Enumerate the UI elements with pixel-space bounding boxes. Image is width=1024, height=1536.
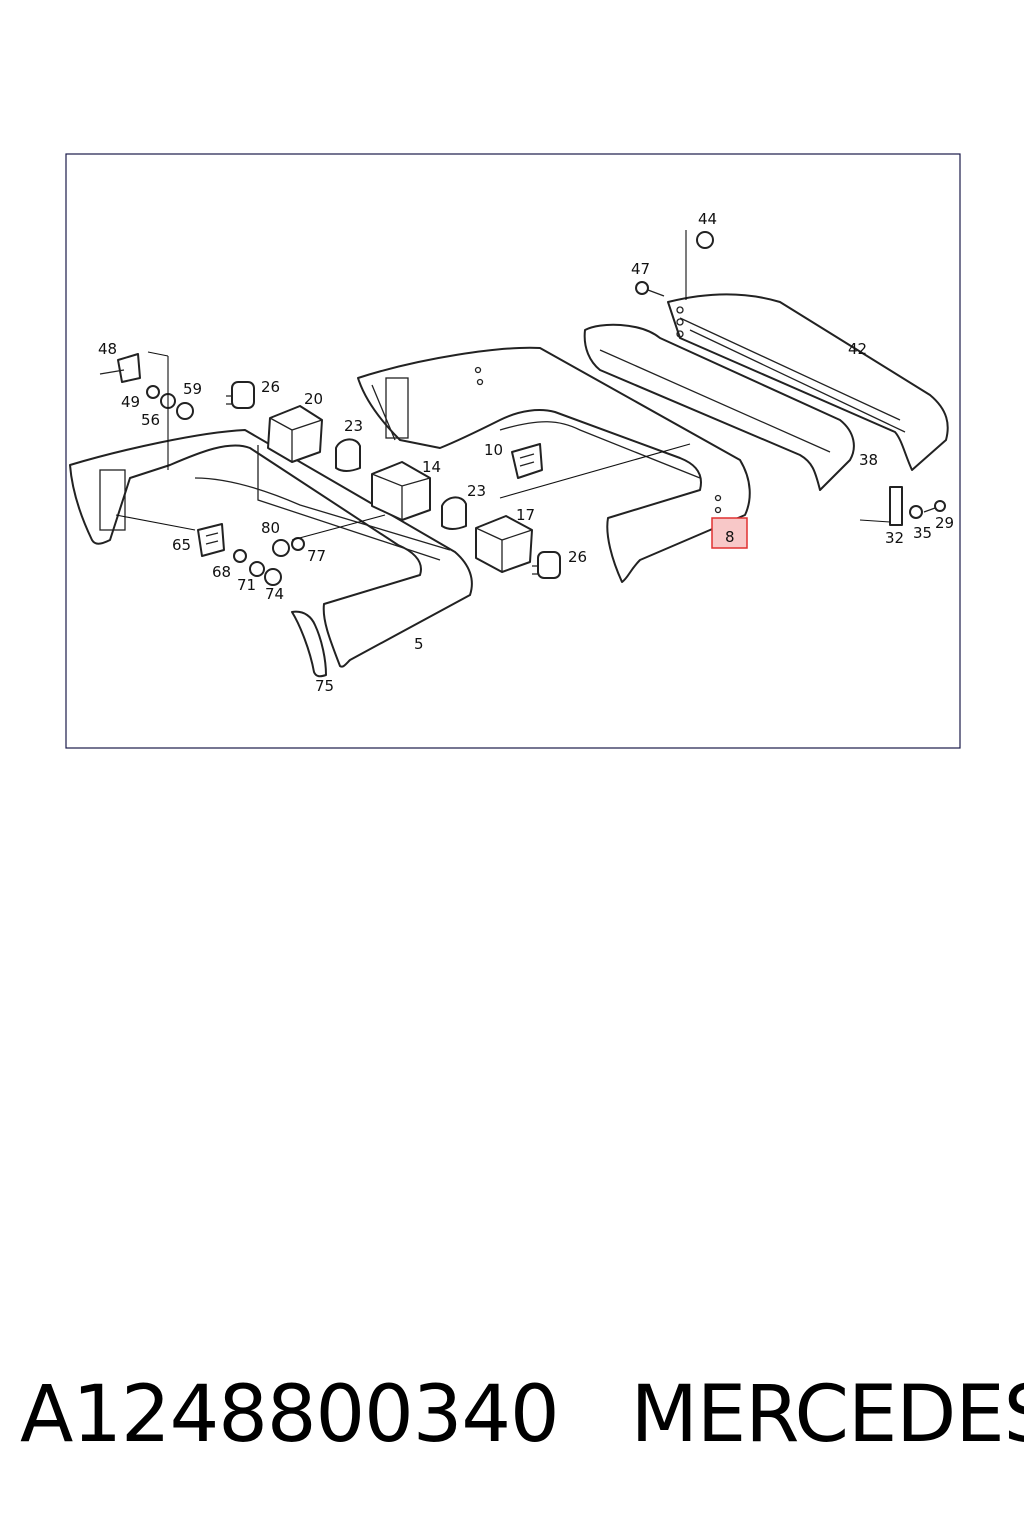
callout-35[interactable]: 35 bbox=[913, 524, 932, 542]
callout-26-lower[interactable]: 26 bbox=[568, 548, 587, 566]
callout-80[interactable]: 80 bbox=[261, 519, 280, 537]
footer-caption: A1248800340 MERCEDES bbox=[20, 1370, 1024, 1460]
callout-44[interactable]: 44 bbox=[698, 210, 717, 228]
brand-name: MERCEDES bbox=[630, 1370, 1024, 1460]
mount-26-lower bbox=[532, 551, 561, 579]
bumper-cover-8 bbox=[357, 346, 751, 583]
block-17 bbox=[475, 515, 533, 573]
callout-8[interactable]: 8 bbox=[725, 528, 735, 546]
callout-74[interactable]: 74 bbox=[265, 585, 284, 603]
plate-32 bbox=[889, 486, 903, 526]
callout-75[interactable]: 75 bbox=[315, 677, 334, 695]
callout-29[interactable]: 29 bbox=[935, 514, 954, 532]
callout-23-lower[interactable]: 23 bbox=[467, 482, 486, 500]
washer-71 bbox=[249, 561, 265, 577]
callout-59[interactable]: 59 bbox=[183, 380, 202, 398]
bracket-23-upper bbox=[335, 438, 361, 472]
washer-35 bbox=[909, 505, 923, 519]
callout-26-upper[interactable]: 26 bbox=[261, 378, 280, 396]
callout-77[interactable]: 77 bbox=[307, 547, 326, 565]
bolt-29 bbox=[923, 500, 946, 513]
callout-10[interactable]: 10 bbox=[484, 441, 503, 459]
callout-5[interactable]: 5 bbox=[414, 635, 424, 653]
callout-38[interactable]: 38 bbox=[859, 451, 878, 469]
mount-26-upper bbox=[226, 381, 255, 409]
callout-65[interactable]: 65 bbox=[172, 536, 191, 554]
callout-48[interactable]: 48 bbox=[98, 340, 117, 358]
nut-74 bbox=[264, 568, 282, 586]
nut-80 bbox=[272, 539, 290, 557]
callout-71[interactable]: 71 bbox=[237, 576, 256, 594]
screw-47 bbox=[635, 281, 665, 297]
bumper-5 bbox=[69, 429, 473, 668]
bumper-strip-42 bbox=[667, 293, 949, 471]
callout-49[interactable]: 49 bbox=[121, 393, 140, 411]
moulding-75 bbox=[291, 610, 327, 678]
nut-44 bbox=[696, 231, 714, 249]
bracket-65 bbox=[197, 523, 225, 557]
bracket-10 bbox=[511, 443, 543, 479]
trim-strip-38 bbox=[583, 323, 855, 491]
highlight-box-8 bbox=[711, 517, 748, 549]
callout-14[interactable]: 14 bbox=[422, 458, 441, 476]
block-20 bbox=[267, 405, 323, 463]
diagram-frame bbox=[65, 153, 961, 749]
block-14 bbox=[371, 461, 431, 521]
callout-17[interactable]: 17 bbox=[516, 506, 535, 524]
washer-49 bbox=[146, 385, 160, 399]
callout-56[interactable]: 56 bbox=[141, 411, 160, 429]
part-number: A1248800340 bbox=[20, 1370, 560, 1460]
callout-68[interactable]: 68 bbox=[212, 563, 231, 581]
nut-59 bbox=[176, 402, 194, 420]
callout-32[interactable]: 32 bbox=[885, 529, 904, 547]
bolt-48 bbox=[99, 353, 141, 383]
callout-42[interactable]: 42 bbox=[848, 340, 867, 358]
callout-47[interactable]: 47 bbox=[631, 260, 650, 278]
callout-23-upper[interactable]: 23 bbox=[344, 417, 363, 435]
washer-68 bbox=[233, 549, 247, 563]
bracket-23-lower bbox=[441, 496, 467, 530]
callout-20[interactable]: 20 bbox=[304, 390, 323, 408]
leader-lines bbox=[115, 230, 891, 541]
